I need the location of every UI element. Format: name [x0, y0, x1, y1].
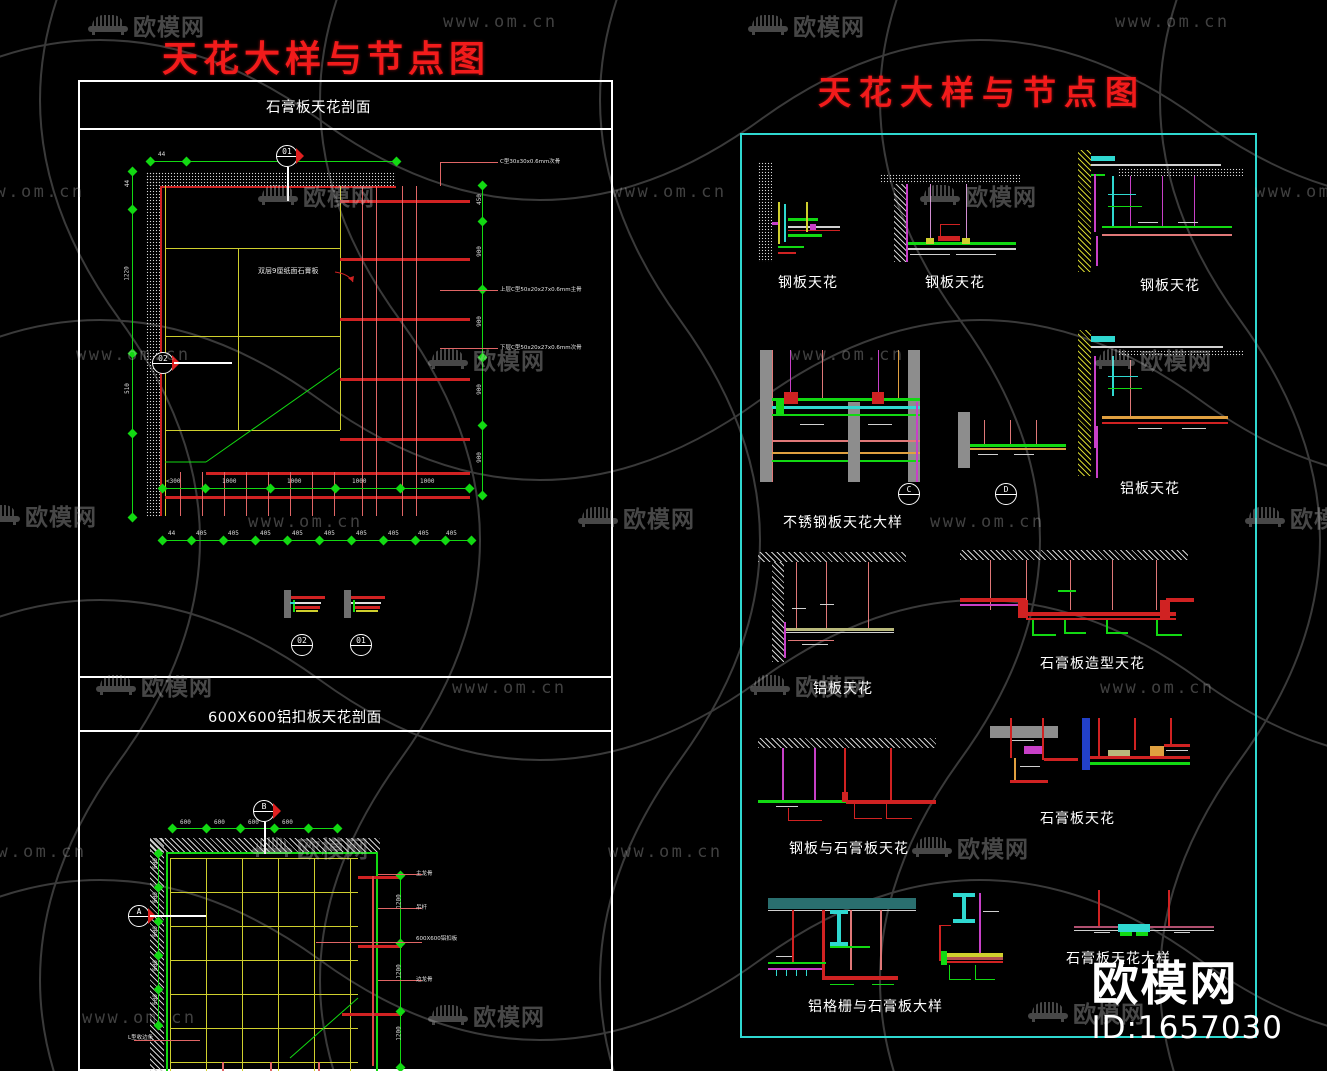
note-gypsum-board: 双层9厘纸面石膏板	[258, 267, 319, 275]
detail-label-d2: 钢板天花	[925, 275, 985, 291]
site-watermark: 欧模网 ID:1657030	[1091, 957, 1283, 1046]
detail-d5-drawing	[1078, 330, 1243, 480]
note-edge-keel: 边龙骨	[416, 977, 433, 983]
detail-bubble-01[interactable]: 01	[350, 634, 372, 656]
sofa-icon	[88, 15, 128, 35]
site-brand-text: 欧模网	[1091, 957, 1239, 1012]
section-bubble-A[interactable]: A	[128, 905, 156, 927]
detail-d9-drawing	[990, 718, 1190, 798]
detail-d4-drawing	[760, 340, 980, 492]
detail-marker-C[interactable]: C	[898, 483, 920, 505]
sofa-icon	[0, 505, 20, 525]
note-hanger: 吊杆	[416, 905, 428, 911]
model-id-text: ID:1657030	[1091, 1010, 1283, 1046]
detail-d3-drawing	[1078, 150, 1243, 275]
right-sheet-title: 天花大样与节点图	[818, 73, 1146, 112]
node-detail-02-drawing	[284, 588, 330, 622]
section-bubble-02[interactable]: 02	[152, 352, 180, 374]
note-sub-runner: 下层C型50x20x27x0.6mm次骨	[500, 345, 582, 351]
detail-label-d3: 钢板天花	[1140, 278, 1200, 294]
gypsum-ceiling-section-drawing: 44 2440 44 1220 510	[110, 140, 582, 560]
detail-d1-drawing	[758, 162, 868, 272]
detail-d8-drawing	[758, 730, 948, 835]
left-frame-divider-2	[78, 676, 613, 678]
section-bubble-A-leader	[150, 915, 206, 917]
detail-label-d6: 铝板天花	[813, 681, 873, 697]
detail-label-d7: 石膏板造型天花	[1040, 656, 1145, 672]
node-detail-01-drawing	[344, 588, 390, 622]
note-main-keel: 主龙骨	[416, 871, 433, 877]
note-alu-panel: 600X600铝扣板	[416, 936, 458, 942]
section-bubble-B-leader	[264, 822, 266, 854]
detail-label-d9: 石膏板天花	[1040, 811, 1115, 827]
left-frame-divider-1	[78, 128, 613, 130]
detail-label-d10: 铝格栅与石膏板大样	[808, 999, 943, 1015]
panel-caption-aluminum: 600X600铝扣板天花剖面	[208, 710, 382, 726]
left-sheet-title: 天花大样与节点图	[162, 39, 491, 80]
note-c-runner: C型30x30x0.6mm次骨	[500, 159, 561, 165]
note-main-runner: 上层C型50x20x27x0.6mm主骨	[500, 287, 582, 293]
left-frame-divider-3	[78, 730, 613, 732]
panel-caption-gypsum: 石膏板天花剖面	[266, 100, 371, 116]
note-l-trim: L型收边条	[128, 1035, 154, 1041]
section-bubble-01[interactable]: 01	[276, 145, 304, 167]
sofa-icon	[748, 15, 788, 35]
detail-d10b-drawing	[935, 885, 1015, 995]
detail-label-d1: 钢板天花	[778, 275, 838, 291]
detail-label-d4: 不锈钢板天花大样	[783, 515, 903, 531]
detail-label-d5: 铝板天花	[1120, 481, 1180, 497]
detail-label-d8: 钢板与石膏板天花	[789, 841, 909, 857]
section-bubble-01-leader	[287, 167, 289, 201]
detail-bubble-02[interactable]: 02	[291, 634, 313, 656]
detail-d6-drawing	[758, 552, 918, 667]
aluminum-ceiling-section-drawing: 600 600 600 600 600 600 600 600 600	[110, 790, 510, 1071]
section-bubble-02-leader	[174, 362, 232, 364]
section-bubble-B[interactable]: B	[253, 800, 281, 822]
detail-marker-D[interactable]: D	[995, 483, 1017, 505]
detail-d4b-drawing	[958, 412, 1068, 478]
detail-d2-drawing	[880, 162, 1025, 272]
detail-d7-drawing	[960, 550, 1195, 660]
detail-d10-drawing	[768, 890, 938, 1000]
